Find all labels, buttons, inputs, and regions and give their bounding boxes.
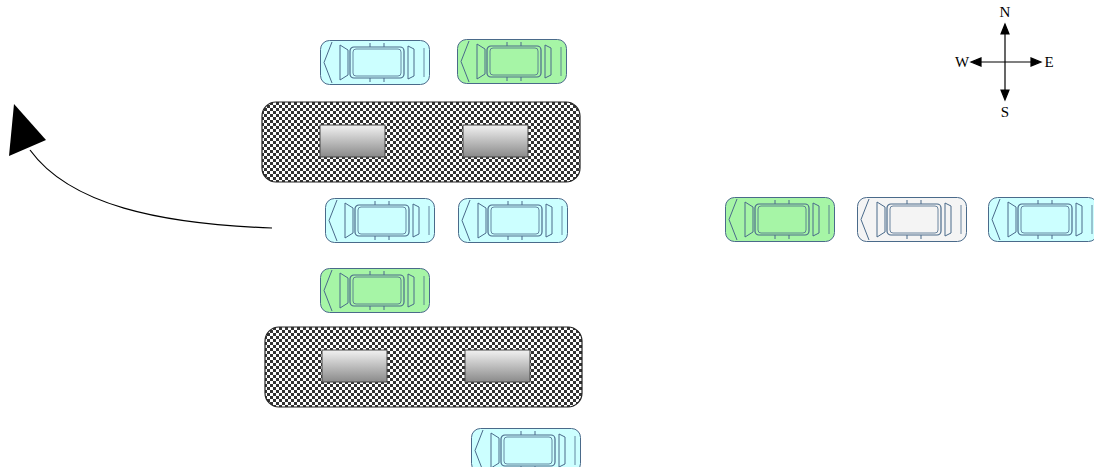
compass-letter: E [1044,55,1053,70]
compass-letter: W [955,55,969,70]
car [472,429,581,467]
compass-letter: N [1000,5,1011,20]
turn-arrow [9,104,272,228]
compass [971,24,1041,100]
car [858,198,967,242]
parking-island [265,327,582,407]
compass-letter: S [1001,105,1009,120]
car [459,199,568,243]
car [321,269,430,313]
car [989,198,1094,242]
car [458,40,567,84]
car [321,41,430,85]
parking-island [262,102,580,182]
car [326,199,435,243]
car [726,198,835,242]
